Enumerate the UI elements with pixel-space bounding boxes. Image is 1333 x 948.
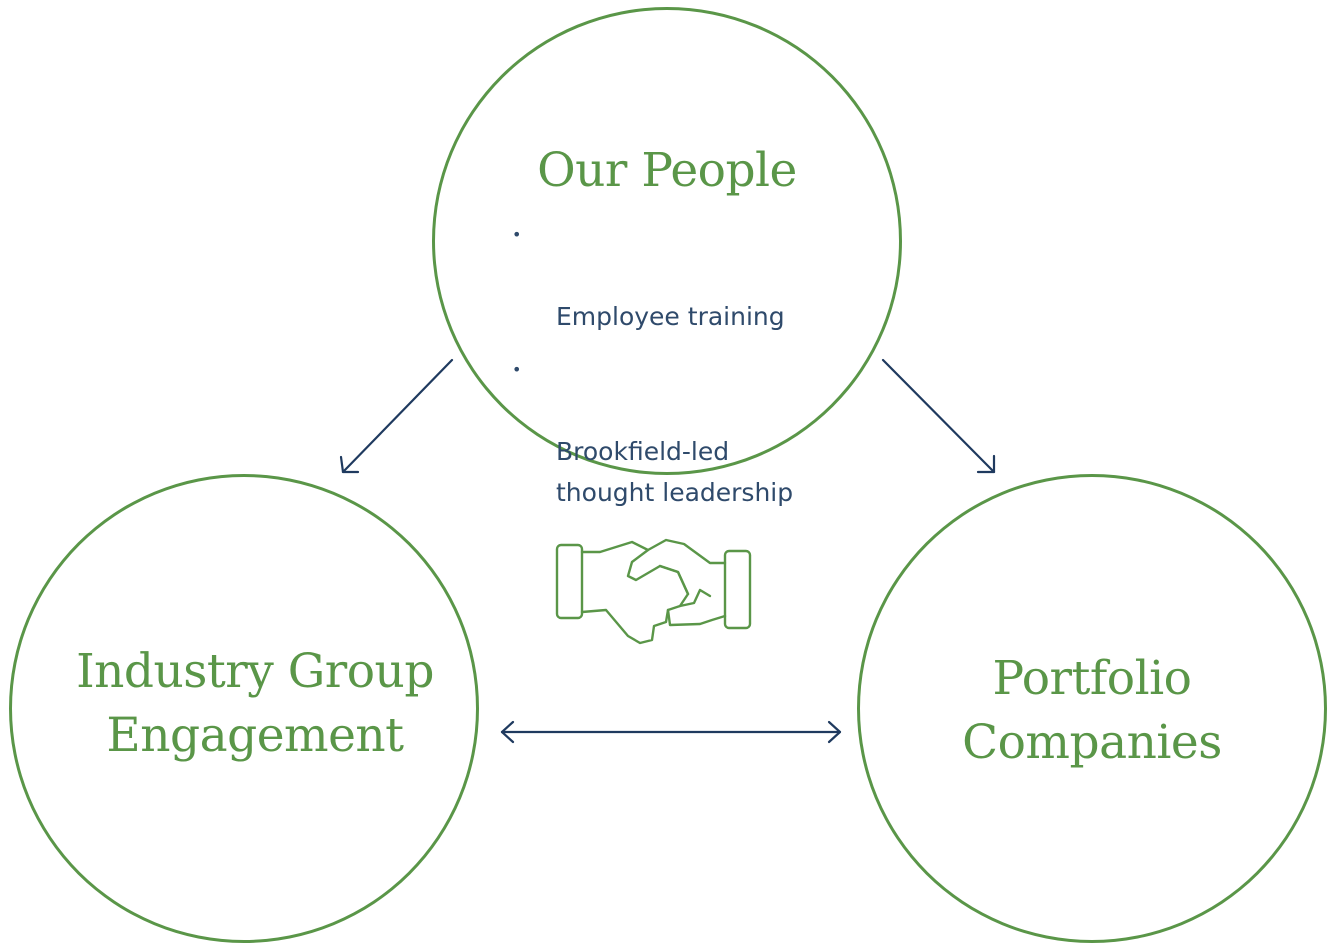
industry-title-line2: Engagement: [106, 708, 404, 763]
bullet-text: Employee training: [556, 302, 785, 331]
industry-title-line1: Industry Group: [76, 644, 434, 699]
portfolio-title-line1: Portfolio: [992, 651, 1192, 706]
arrow-industry-portfolio: [500, 720, 842, 744]
bullet-text: Brookfield-led thought leadership: [556, 437, 794, 507]
arrow-people-to-industry: [339, 358, 454, 474]
bullet-dot-icon: •: [512, 360, 522, 379]
our-people-circle: [432, 7, 902, 475]
portfolio-companies-title: Portfolio Companies: [857, 647, 1327, 775]
bullet-item: • Employee training: [510, 214, 793, 337]
industry-group-title: Industry Group Engagement: [20, 640, 490, 768]
portfolio-title-line2: Companies: [962, 715, 1222, 770]
handshake-icon: [555, 538, 752, 645]
portfolio-companies-circle: [857, 474, 1327, 943]
industry-group-circle: [9, 474, 479, 943]
bullet-dot-icon: •: [512, 225, 522, 244]
our-people-title: Our People: [537, 143, 797, 198]
arrow-people-to-portfolio: [881, 358, 996, 474]
bullet-item: • Brookfield-led thought leadership: [510, 349, 793, 513]
our-people-bullet-list: • Employee training • Brookfield-led tho…: [510, 214, 793, 525]
